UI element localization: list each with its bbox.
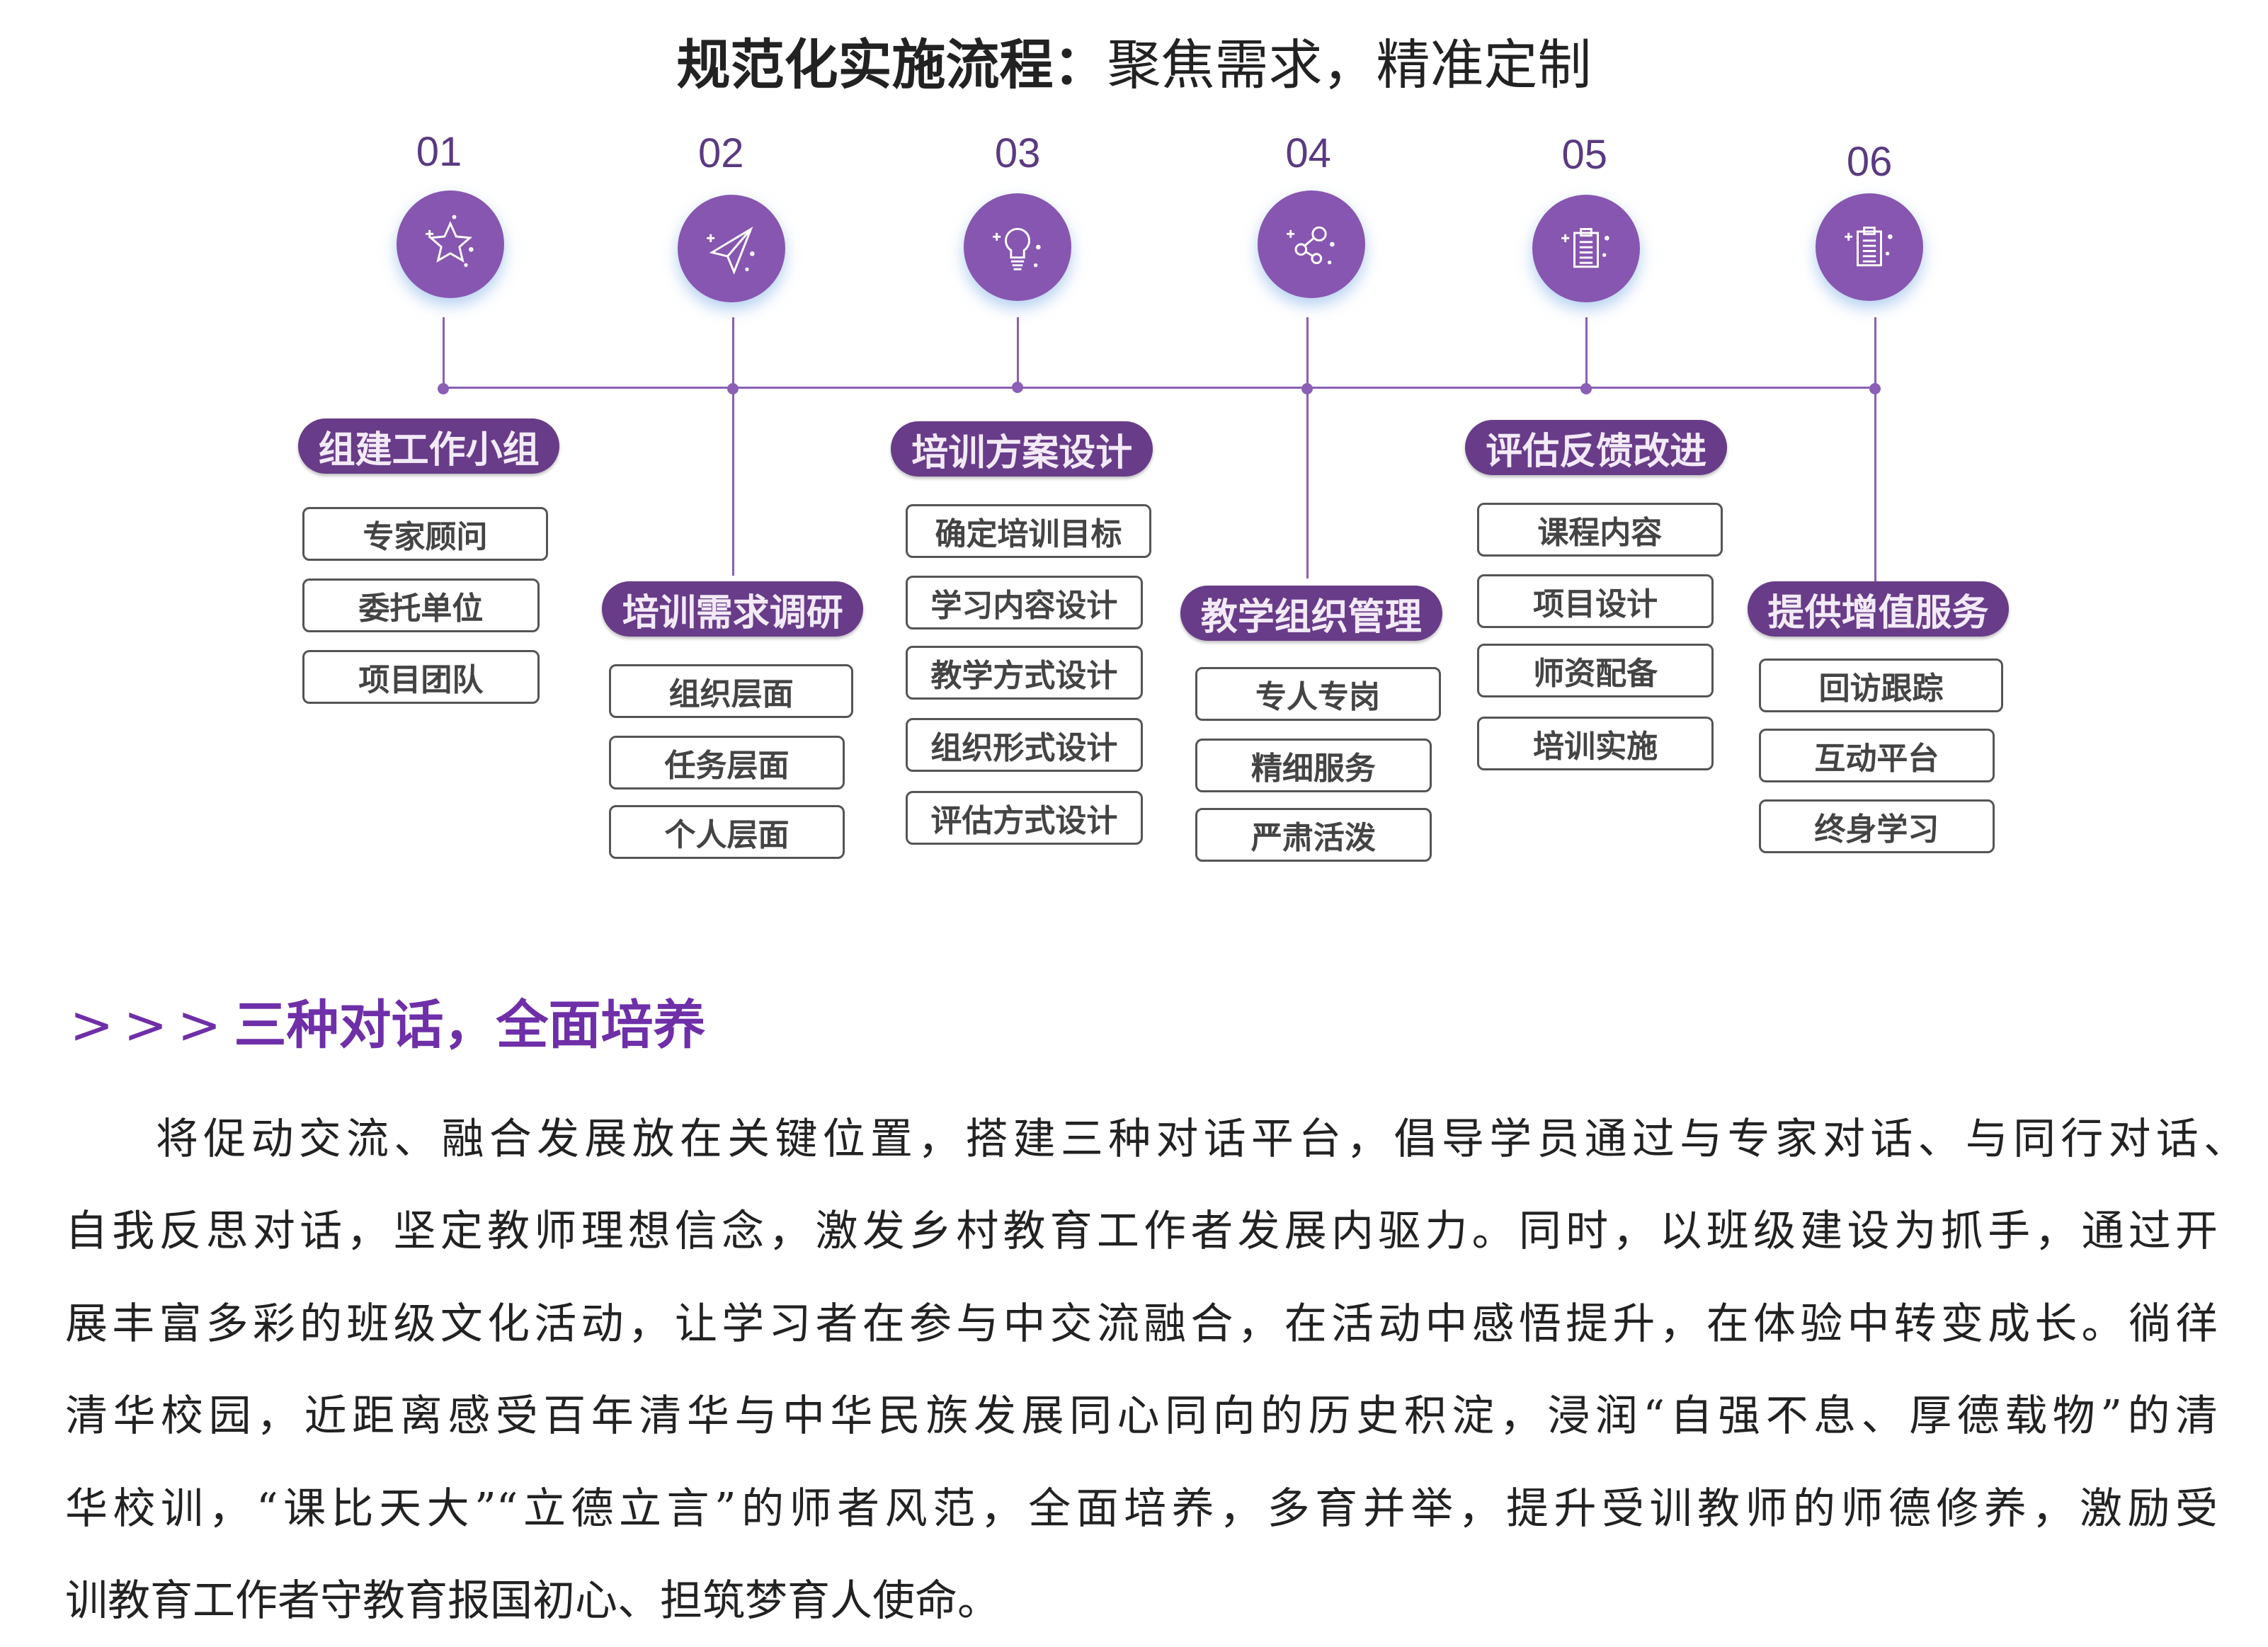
paragraph-line: 自我反思对话，坚定教师理想信念，激发乡村教育工作者发展内驱力。同时，以班级建设为… (65, 1207, 2218, 1257)
paragraph-line: 华校训，“课比天大”“立德立言”的师者风范，全面培养，多育并举，提升受训教师的师… (65, 1483, 2218, 1534)
step-item: 师资配备 (1476, 644, 1714, 698)
connector-line (1874, 317, 1877, 582)
connector-line (731, 317, 734, 576)
step-item: 专人专岗 (1195, 667, 1441, 722)
body-paragraph: 将促动交流、融合发展放在关键位置，搭建三种对话平台，倡导学员通过与专家对话、与同… (65, 1093, 2246, 1647)
step-title: 组建工作小组 (297, 418, 560, 474)
step-item: 委托单位 (302, 579, 540, 633)
paper-plane-icon (677, 195, 785, 303)
step-item: 回访跟踪 (1759, 659, 2004, 712)
step-title: 培训方案设计 (891, 421, 1153, 477)
step-number: 06 (1846, 139, 1893, 186)
clipboard-icon (1532, 195, 1640, 303)
share-icon (1257, 190, 1365, 298)
step-number: 05 (1561, 131, 1608, 178)
step-item: 组织形式设计 (906, 718, 1143, 773)
step-item: 组织层面 (609, 664, 854, 719)
step-item: 评估方式设计 (906, 790, 1143, 845)
step-title: 教学组织管理 (1180, 586, 1442, 642)
paragraph-line: 将促动交流、融合发展放在关键位置，搭建三种对话平台，倡导学员通过与专家对话、与同… (156, 1115, 2246, 1164)
timeline-dot (1580, 383, 1592, 395)
step-item: 课程内容 (1476, 503, 1723, 557)
step-title: 提供增值服务 (1747, 581, 2010, 637)
paragraph-line: 清华校园，近距离感受百年清华与中华民族发展同心同向的历史积淀，浸润“自强不息、厚… (65, 1391, 2218, 1442)
timeline-dot (726, 383, 739, 395)
timeline-dot (1301, 383, 1313, 395)
step-item: 专家顾问 (302, 507, 548, 562)
step-item: 互动平台 (1759, 728, 1995, 782)
step-item: 项目设计 (1476, 574, 1714, 628)
section-heading: >>>三种对话，全面培养 (70, 983, 706, 1059)
step-item: 确定培训目标 (906, 504, 1151, 559)
clipboard-icon (1816, 193, 1924, 301)
step-item: 精细服务 (1195, 738, 1432, 792)
step-item: 个人层面 (609, 805, 845, 860)
step-item: 教学方式设计 (906, 645, 1143, 700)
step-item: 终身学习 (1759, 799, 1995, 854)
step-item: 学习内容设计 (906, 575, 1143, 629)
step-item: 严肃活泼 (1195, 808, 1432, 862)
star-icon (397, 190, 505, 298)
step-number: 01 (416, 128, 462, 175)
title-bold: 规范化实施流程： (676, 33, 1107, 96)
paragraph-line: 展丰富多彩的班级文化活动，让学习者在参与中交流融合，在活动中感悟提升，在体验中转… (65, 1299, 2218, 1349)
step-number: 04 (1285, 130, 1331, 176)
step-title: 培训需求调研 (601, 581, 864, 637)
step-item: 任务层面 (609, 735, 845, 790)
step-item: 项目团队 (302, 649, 540, 704)
connector-line (1017, 317, 1020, 389)
step-item: 培训实施 (1476, 717, 1714, 771)
timeline-dot (438, 383, 450, 395)
connector-line (1585, 317, 1588, 389)
connector-line (1306, 317, 1309, 579)
title-rest: 聚焦需求，精准定制 (1107, 33, 1592, 96)
connector-line (443, 317, 445, 389)
step-title: 评估反馈改进 (1465, 420, 1727, 476)
paragraph-line: 训教育工作者守教育报国初心、担筑梦育人使命。 (65, 1575, 1000, 1626)
page-title: 规范化实施流程：聚焦需求，精准定制 (0, 21, 2268, 99)
timeline-dot (1869, 383, 1881, 395)
step-number: 02 (698, 130, 744, 176)
timeline-line (443, 387, 1877, 389)
lightbulb-icon (964, 193, 1072, 301)
chevrons-icon: >>> (69, 994, 232, 1056)
step-number: 03 (994, 130, 1041, 176)
section-heading-text: 三种对话，全面培养 (234, 994, 706, 1056)
timeline-dot (1012, 382, 1024, 394)
